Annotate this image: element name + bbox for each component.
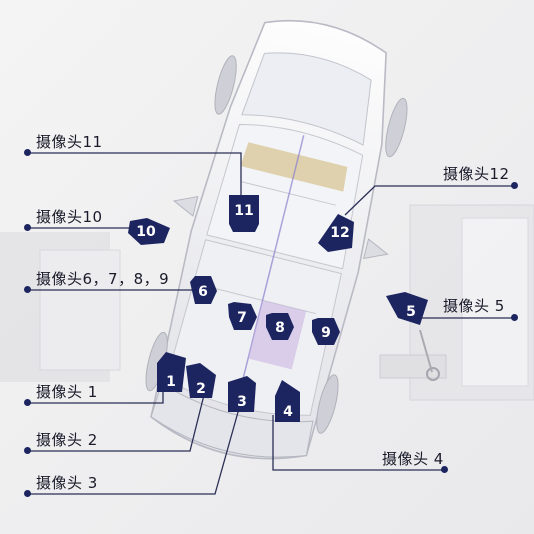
endpoint-dot-cam10: [24, 224, 31, 231]
marker-9-text: 9: [321, 325, 331, 341]
marker-11-text: 11: [234, 203, 253, 219]
background-structure: [0, 204, 534, 401]
label-cam5: 摄像头 5: [443, 297, 505, 315]
marker-11-shape: [229, 195, 259, 232]
label-cam1: 摄像头 1: [36, 383, 98, 401]
label-cam11: 摄像头11: [36, 133, 103, 151]
endpoint-dot-cam11: [24, 149, 31, 156]
marker-4-shape: [275, 380, 300, 422]
marker-7-text: 7: [237, 310, 247, 326]
marker-8-text: 8: [275, 320, 285, 336]
marker-12-shape: [318, 214, 354, 252]
marker-8-shape: [266, 313, 294, 340]
label-cam6789: 摄像头6，7，8，9: [36, 270, 170, 288]
marker-6-text: 6: [198, 284, 208, 300]
marker-12-text: 12: [330, 225, 349, 241]
marker-7-shape: [228, 302, 257, 330]
leader-line-cam4: [272, 415, 445, 471]
leader-line-cam12: [344, 185, 515, 216]
label-cam3: 摄像头 3: [36, 474, 98, 492]
marker-1-text: 1: [166, 374, 176, 390]
marker-6-shape: [190, 276, 217, 304]
endpoint-dot-cam4: [441, 466, 448, 473]
marker-labels: 1 2 3 4 5 6 7 8 9 10 11 12: [136, 203, 416, 420]
marker-1-shape: [157, 352, 186, 392]
label-cam10: 摄像头10: [36, 208, 103, 226]
endpoint-dot-cam1: [24, 399, 31, 406]
label-cam2: 摄像头 2: [36, 431, 98, 449]
marker-2-shape: [186, 363, 216, 398]
marker-5-shape: [386, 292, 428, 325]
label-cam12: 摄像头12: [443, 165, 510, 183]
marker-9-shape: [312, 318, 340, 345]
marker-10-text: 10: [136, 224, 156, 240]
marker-3-shape: [228, 376, 256, 412]
marker-3-text: 3: [237, 394, 247, 410]
leader-line-cam11: [28, 152, 242, 195]
endpoint-dot-cam3: [24, 490, 31, 497]
marker-4-text: 4: [283, 404, 293, 420]
marker-2-text: 2: [196, 381, 206, 397]
endpoint-dot-cam12: [511, 182, 518, 189]
leader-line-cam2: [28, 394, 205, 452]
endpoint-dot-cam6789: [24, 286, 31, 293]
camera-markers: [128, 195, 428, 422]
endpoint-dot-cam2: [24, 447, 31, 454]
endpoint-dot-cam5: [511, 314, 518, 321]
leader-line-cam3: [28, 404, 241, 495]
marker-10-shape: [128, 218, 170, 245]
label-cam4: 摄像头 4: [382, 450, 444, 468]
marker-5-text: 5: [406, 304, 416, 320]
